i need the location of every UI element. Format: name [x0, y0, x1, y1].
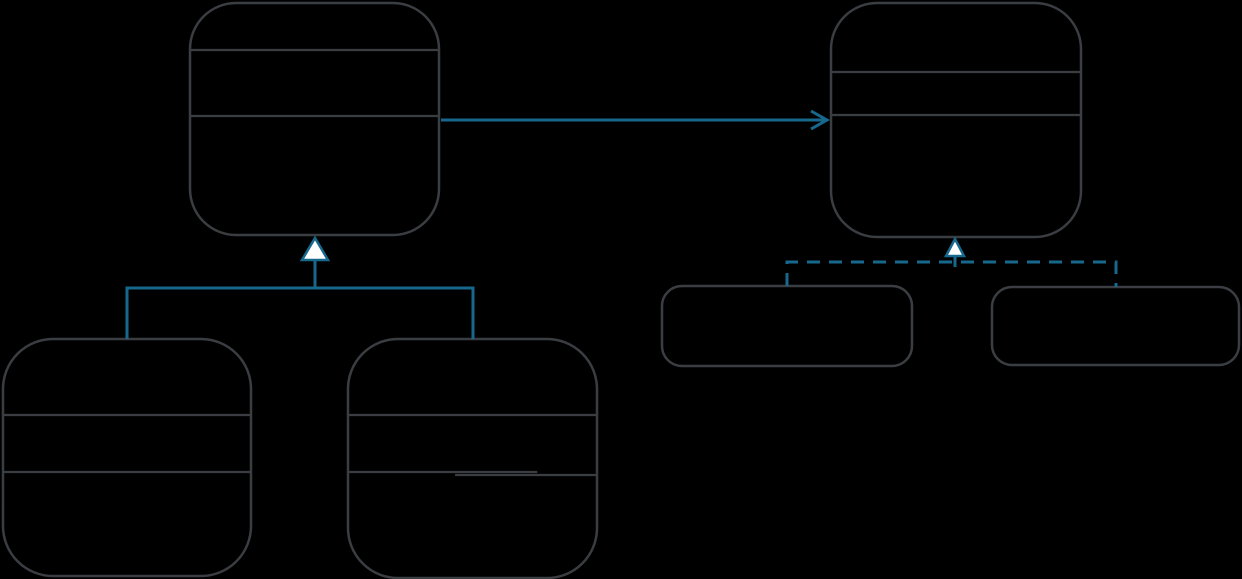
generalization-solid-left-hollow-triangle-icon	[299, 235, 331, 262]
class-box-top-left	[188, 1, 441, 237]
class-box-bottom-left	[1, 337, 253, 578]
class-box-bottom-middle-outline	[346, 337, 599, 579]
class-box-top-right-outline	[829, 1, 1083, 239]
association-arrow	[441, 109, 831, 131]
plain-box-right-left	[660, 284, 914, 368]
class-box-top-left-outline	[188, 1, 441, 237]
generalization-dashed-right-line-1	[785, 260, 1118, 287]
class-box-bottom-middle	[346, 337, 599, 579]
generalization-dashed-right-hollow-triangle-icon	[943, 236, 967, 258]
class-box-top-right	[829, 1, 1083, 239]
plain-box-right-left-outline	[660, 284, 914, 368]
generalization-solid-left	[125, 235, 475, 339]
plain-box-right-right	[990, 285, 1241, 367]
generalization-dashed-right	[785, 236, 1118, 287]
generalization-solid-left-line-2	[125, 286, 475, 339]
class-box-bottom-left-outline	[1, 337, 253, 578]
plain-box-right-right-outline	[990, 285, 1241, 367]
association-arrow-open-arrowhead-icon	[810, 109, 831, 131]
